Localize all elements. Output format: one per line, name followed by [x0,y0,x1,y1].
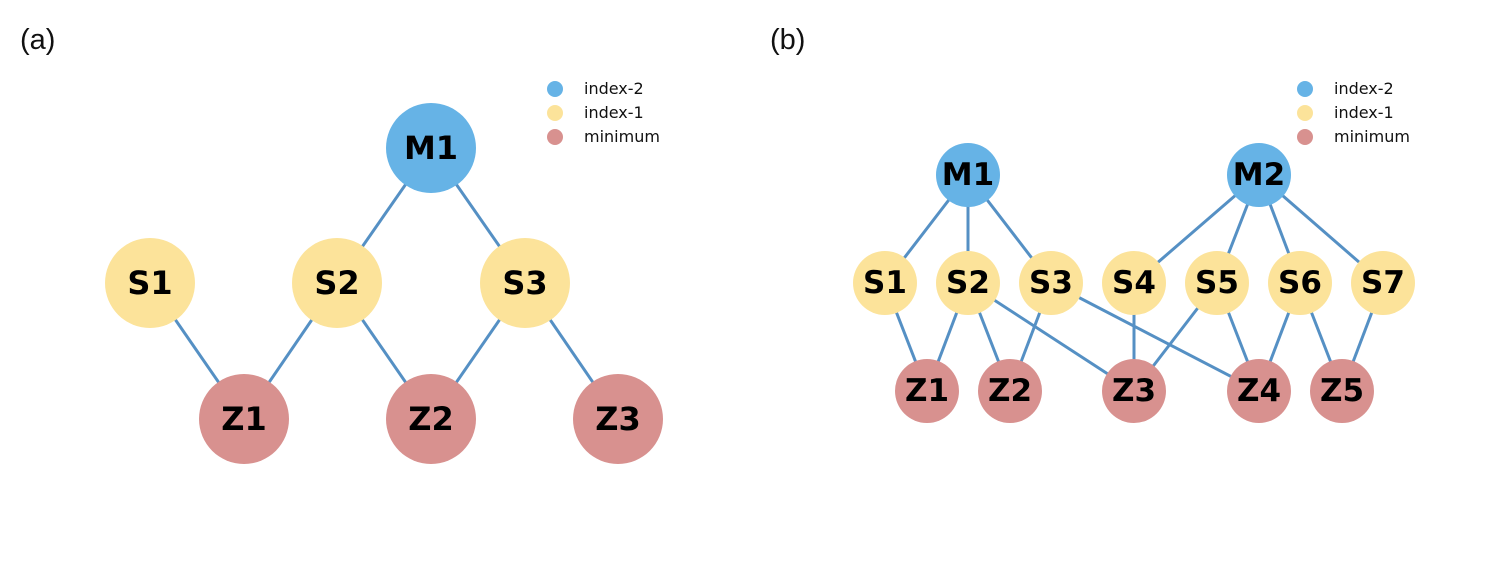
legend-marker-index-2 [547,81,563,97]
node-m2: M2 [1227,143,1291,207]
node-circle [1351,251,1415,315]
node-label: Z5 [1320,373,1364,409]
node-circle [386,374,476,464]
node-s3: S3 [1019,251,1083,315]
legend-label-index-2: index-2 [1334,79,1394,98]
panel-b-legend: index-2 index-1 minimum [1297,79,1410,146]
node-label: S6 [1278,265,1322,301]
node-label: S4 [1112,265,1156,301]
node-circle [895,359,959,423]
node-label: Z3 [595,400,640,438]
legend-label-index-1: index-1 [1334,103,1394,122]
node-label: S5 [1195,265,1239,301]
legend-marker-index-2 [1297,81,1313,97]
node-circle [936,251,1000,315]
node-z2: Z2 [978,359,1042,423]
node-label: S2 [314,264,359,302]
node-s5: S5 [1185,251,1249,315]
node-z2: Z2 [386,374,476,464]
node-label: Z4 [1237,373,1281,409]
legend-label-index-2: index-2 [584,79,644,98]
node-label: M2 [1233,157,1285,193]
node-label: Z2 [988,373,1032,409]
node-circle [1227,143,1291,207]
legend-label-minimum: minimum [584,127,660,146]
node-circle [1185,251,1249,315]
node-z1: Z1 [199,374,289,464]
node-m1: M1 [386,103,476,193]
node-circle [105,238,195,328]
legend-marker-index-1 [1297,105,1313,121]
node-circle [936,143,1000,207]
node-label: Z1 [905,373,949,409]
node-label: Z1 [221,400,266,438]
node-circle [292,238,382,328]
node-label: S7 [1361,265,1405,301]
node-circle [386,103,476,193]
node-circle [978,359,1042,423]
node-circle [1268,251,1332,315]
node-s4: S4 [1102,251,1166,315]
node-label: M1 [942,157,994,193]
node-s2: S2 [292,238,382,328]
node-z3: Z3 [1102,359,1166,423]
node-z5: Z5 [1310,359,1374,423]
node-circle [1019,251,1083,315]
node-circle [853,251,917,315]
node-circle [199,374,289,464]
legend-marker-minimum [1297,129,1313,145]
legend-label-minimum: minimum [1334,127,1410,146]
node-label: S1 [127,264,172,302]
node-label: Z2 [408,400,453,438]
node-label: S1 [863,265,907,301]
node-s6: S6 [1268,251,1332,315]
edge-s3-z4 [1050,281,1260,393]
legend-marker-index-1 [547,105,563,121]
node-s1: S1 [105,238,195,328]
node-circle [480,238,570,328]
node-label: S2 [946,265,990,301]
node-circle [1102,359,1166,423]
node-s2: S2 [936,251,1000,315]
panel-b-label: (b) [770,24,805,56]
node-label: S3 [502,264,547,302]
node-label: S3 [1029,265,1073,301]
node-circle [1310,359,1374,423]
node-z4: Z4 [1227,359,1291,423]
node-z1: Z1 [895,359,959,423]
node-label: Z3 [1112,373,1156,409]
node-s3: S3 [480,238,570,328]
node-label: M1 [404,129,458,167]
node-circle [1102,251,1166,315]
node-z3: Z3 [573,374,663,464]
legend-marker-minimum [547,129,563,145]
node-m1: M1 [936,143,1000,207]
node-s7: S7 [1351,251,1415,315]
edge-s2-z3 [967,281,1135,393]
node-s1: S1 [853,251,917,315]
panel-a-legend: index-2 index-1 minimum [547,79,660,146]
node-circle [573,374,663,464]
legend-label-index-1: index-1 [584,103,644,122]
panel-a-label: (a) [20,24,55,56]
node-circle [1227,359,1291,423]
